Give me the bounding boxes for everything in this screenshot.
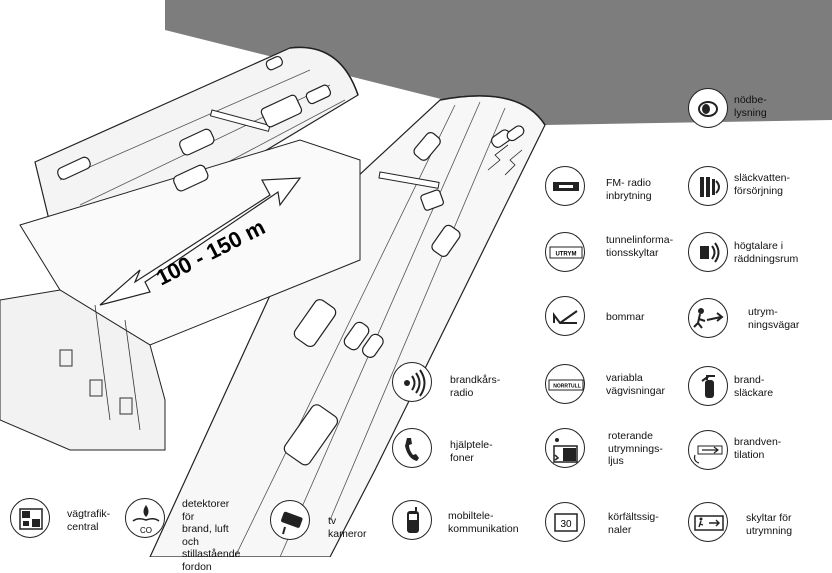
legend-label: skyltar för utrymning [746, 512, 793, 537]
overpass-slab [165, 0, 832, 125]
legend-label: brandkårs- radio [450, 374, 501, 399]
legend-label: tv kameror [328, 515, 367, 540]
camera-icon [270, 500, 310, 540]
tunnel-illustration [0, 0, 832, 557]
legend-label: variabla vägvisningar [606, 372, 665, 397]
vehicles [57, 55, 525, 466]
ventilation-fan-icon [688, 430, 728, 470]
loudspeaker-icon [688, 232, 728, 272]
legend-label: FM- radio inbrytning [606, 177, 652, 202]
distance-arrow [99, 177, 302, 306]
lower-walls [0, 289, 166, 451]
legend-label: högtalare i räddningsrum [734, 240, 799, 265]
legend-label: roterande utrymnings- ljus [608, 430, 663, 467]
lane-signal-icon: 30 [545, 502, 585, 542]
traffic-control-icon [10, 498, 50, 538]
rotating-light-icon [545, 428, 585, 468]
mobile-phone-icon [392, 500, 432, 540]
co-text: CO [140, 526, 152, 535]
legend-label: detektorer för brand, luft och stillastå… [182, 498, 241, 573]
legend-label: mobiltele- kommunikation [448, 510, 519, 535]
legend-label: tunnelinforma- tionsskyltar [606, 234, 674, 259]
legend-label: hjälptele- foner [450, 439, 493, 464]
legend-label: körfältssig- naler [608, 511, 659, 536]
legend-label: vägtrafik- central [67, 508, 111, 533]
co-detector-icon: CO [125, 498, 165, 538]
info-sign-icon: UTRYM [545, 232, 585, 272]
water-hose-icon [688, 166, 728, 206]
fire-extinguisher-icon [688, 366, 728, 406]
barrier-icon [545, 296, 585, 336]
legend-label: utrym- ningsvägar [748, 306, 800, 331]
radio-waves-icon [392, 362, 432, 402]
emergency-light-icon [688, 88, 728, 128]
evacuation-route-icon [688, 298, 728, 338]
legend-label: nödbe- lysning [734, 94, 767, 119]
lane-signal-text: 30 [560, 519, 572, 530]
radio-device-icon [545, 166, 585, 206]
legend-label: släckvatten- försörjning [734, 172, 791, 197]
legend-label: brandven- tilation [734, 436, 782, 461]
legend-label: bommar [606, 311, 645, 323]
exit-sign-icon [688, 502, 728, 542]
variable-sign-icon: NORRTULL [545, 364, 585, 404]
legend-label: brand- släckare [734, 374, 774, 399]
variable-sign-text: NORRTULL [553, 384, 581, 390]
telephone-icon [392, 428, 432, 468]
info-sign-text: UTRYM [555, 252, 576, 258]
